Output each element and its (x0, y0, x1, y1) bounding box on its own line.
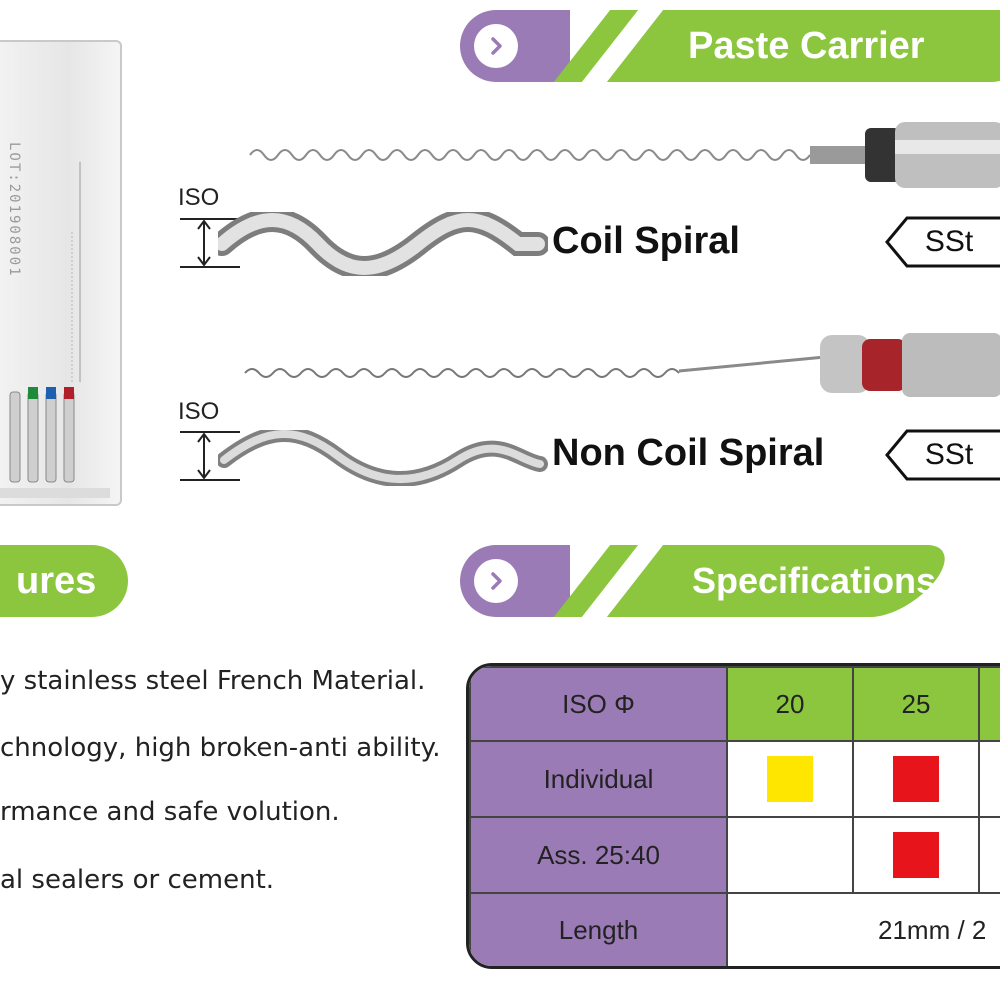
specifications-banner: Specifications (460, 545, 1000, 617)
specifications-title: Specifications (692, 560, 937, 601)
chevron-right-icon (474, 559, 518, 603)
sst-label: SSt (924, 225, 974, 258)
badge-outline-icon (885, 429, 1000, 481)
paste-carrier-banner: Paste Carrier (460, 10, 1000, 82)
paste-carrier-title: Paste Carrier (688, 25, 925, 67)
features-banner: ures (0, 545, 128, 617)
instruments-drawing (0, 162, 110, 498)
table-cell (978, 816, 1000, 894)
table-cell (978, 740, 1000, 818)
badge-outline-icon (885, 216, 1000, 268)
table-cell (726, 816, 854, 894)
product-box-image: LOT:201908001 (0, 40, 122, 506)
assorted-row-label: Ass. 25:40 (469, 816, 728, 894)
coil-spiral-instrument-image (249, 122, 1000, 188)
color-swatch (893, 832, 939, 878)
individual-row-label: Individual (469, 740, 728, 818)
table-row: Ass. 25:40 (469, 816, 1000, 894)
sst-material-badge-coil: SSt (885, 215, 1000, 269)
color-swatch (893, 756, 939, 802)
feature-line-4: al sealers or cement. (0, 865, 275, 895)
table-header-row: ISO Φ 20 25 (469, 666, 1000, 742)
size-25-header: 25 (852, 666, 980, 742)
table-cell (852, 740, 980, 818)
iso-dimension-marker-non-coil (180, 431, 240, 481)
color-swatch (767, 756, 813, 802)
size-20-header: 20 (726, 666, 854, 742)
table-cell (852, 816, 980, 894)
non-coil-spiral-instrument-image (244, 333, 1000, 397)
sst-label: SSt (924, 438, 974, 471)
coil-spiral-label: Coil Spiral (552, 220, 740, 262)
feature-line-2: chnology, high broken-anti ability. (0, 733, 441, 763)
feature-line-1: y stainless steel French Material. (0, 666, 426, 696)
non-coil-spiral-label: Non Coil Spiral (552, 432, 825, 474)
table-row: Length 21mm / 2 (469, 892, 1000, 966)
lot-number: LOT:201908001 (6, 142, 22, 278)
iso-label-coil: ISO (178, 184, 220, 211)
chevron-right-icon (474, 24, 518, 68)
coil-spiral-illustration (218, 212, 548, 276)
size-next-header (978, 666, 1000, 742)
iso-label-non-coil: ISO (178, 398, 220, 425)
length-value: 21mm / 2 (726, 892, 1000, 966)
length-row-label: Length (469, 892, 728, 966)
iso-diameter-header: ISO Φ (469, 666, 728, 742)
sst-material-badge-non-coil: SSt (885, 428, 1000, 482)
iso-dimension-marker-coil (180, 218, 240, 268)
feature-line-3: rmance and safe volution. (0, 797, 340, 827)
features-title: ures (16, 560, 97, 602)
non-coil-spiral-illustration (218, 430, 548, 486)
specifications-table: ISO Φ 20 25 Individual Ass. 25:40 Length… (466, 663, 1000, 969)
table-row: Individual (469, 740, 1000, 818)
table-cell (726, 740, 854, 818)
